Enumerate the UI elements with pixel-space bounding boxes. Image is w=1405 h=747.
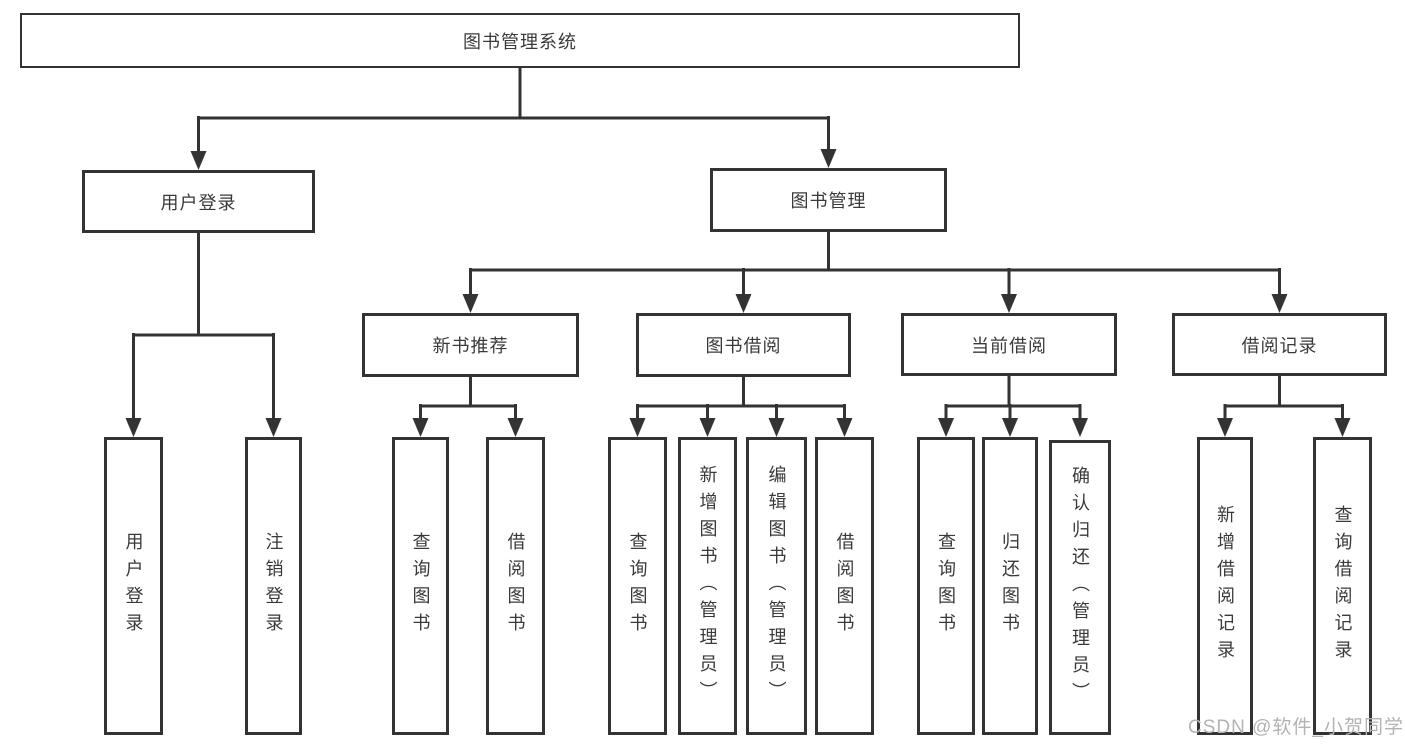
node-current-borrow-label: 当前借阅 [971, 335, 1047, 356]
node-root-system: 图书管理系统 [20, 13, 1020, 68]
node-current-borrow: 当前借阅 [901, 313, 1117, 376]
leaf-add-borrow-record: 新增借阅记录 [1197, 437, 1253, 735]
node-book-borrow-label: 图书借阅 [705, 336, 782, 356]
leaf-edit-book-admin: 编辑图书（管理员） [746, 437, 807, 735]
leaf-query-books-current-label: 查询图书 [936, 532, 956, 640]
arrowheads [125, 149, 1351, 437]
leaf-query-books-recommend: 查询图书 [392, 437, 449, 735]
node-new-book-recommend: 新书推荐 [362, 313, 579, 377]
node-new-book-recommend-label: 新书推荐 [432, 336, 509, 356]
node-book-management-label: 图书管理 [790, 191, 867, 211]
leaf-query-borrow-record-label: 查询借阅记录 [1332, 505, 1353, 667]
leaf-user-login-label: 用户登录 [123, 532, 144, 640]
leaf-return-books: 归还图书 [982, 437, 1038, 735]
csdn-watermark: CSDN @软件_小贺同学 [1188, 717, 1404, 738]
leaf-confirm-return-admin-label: 确认归还（管理员） [1070, 466, 1090, 709]
leaf-borrow-books-recommend: 借阅图书 [486, 437, 545, 735]
leaf-return-books-label: 归还图书 [1000, 532, 1020, 640]
node-user-login: 用户登录 [82, 170, 315, 233]
leaf-edit-book-admin-label: 编辑图书（管理员） [766, 464, 787, 708]
leaf-add-book-admin: 新增图书（管理员） [678, 437, 737, 735]
leaf-add-borrow-record-label: 新增借阅记录 [1215, 505, 1235, 667]
node-borrow-records-label: 借阅记录 [1241, 335, 1318, 356]
leaf-borrow-books: 借阅图书 [815, 437, 874, 735]
node-book-management: 图书管理 [710, 168, 947, 232]
leaf-user-login: 用户登录 [104, 437, 163, 735]
leaf-confirm-return-admin: 确认归还（管理员） [1049, 440, 1111, 735]
leaf-logout: 注销登录 [245, 437, 302, 735]
leaf-query-books-borrow-label: 查询图书 [627, 532, 648, 640]
leaf-query-books-recommend-label: 查询图书 [410, 532, 431, 640]
leaf-query-books-borrow: 查询图书 [608, 437, 667, 735]
leaf-query-borrow-record: 查询借阅记录 [1313, 437, 1372, 735]
node-borrow-records: 借阅记录 [1172, 313, 1387, 376]
leaf-borrow-books-label: 借阅图书 [834, 532, 855, 640]
leaf-borrow-books-recommend-label: 借阅图书 [505, 532, 526, 640]
node-root-label: 图书管理系统 [463, 31, 577, 52]
node-book-borrow: 图书借阅 [636, 313, 851, 377]
leaf-add-book-admin-label: 新增图书（管理员） [697, 464, 718, 708]
leaf-logout-label: 注销登录 [263, 532, 284, 640]
node-user-login-label: 用户登录 [160, 192, 237, 213]
leaf-query-books-current: 查询图书 [917, 437, 975, 735]
